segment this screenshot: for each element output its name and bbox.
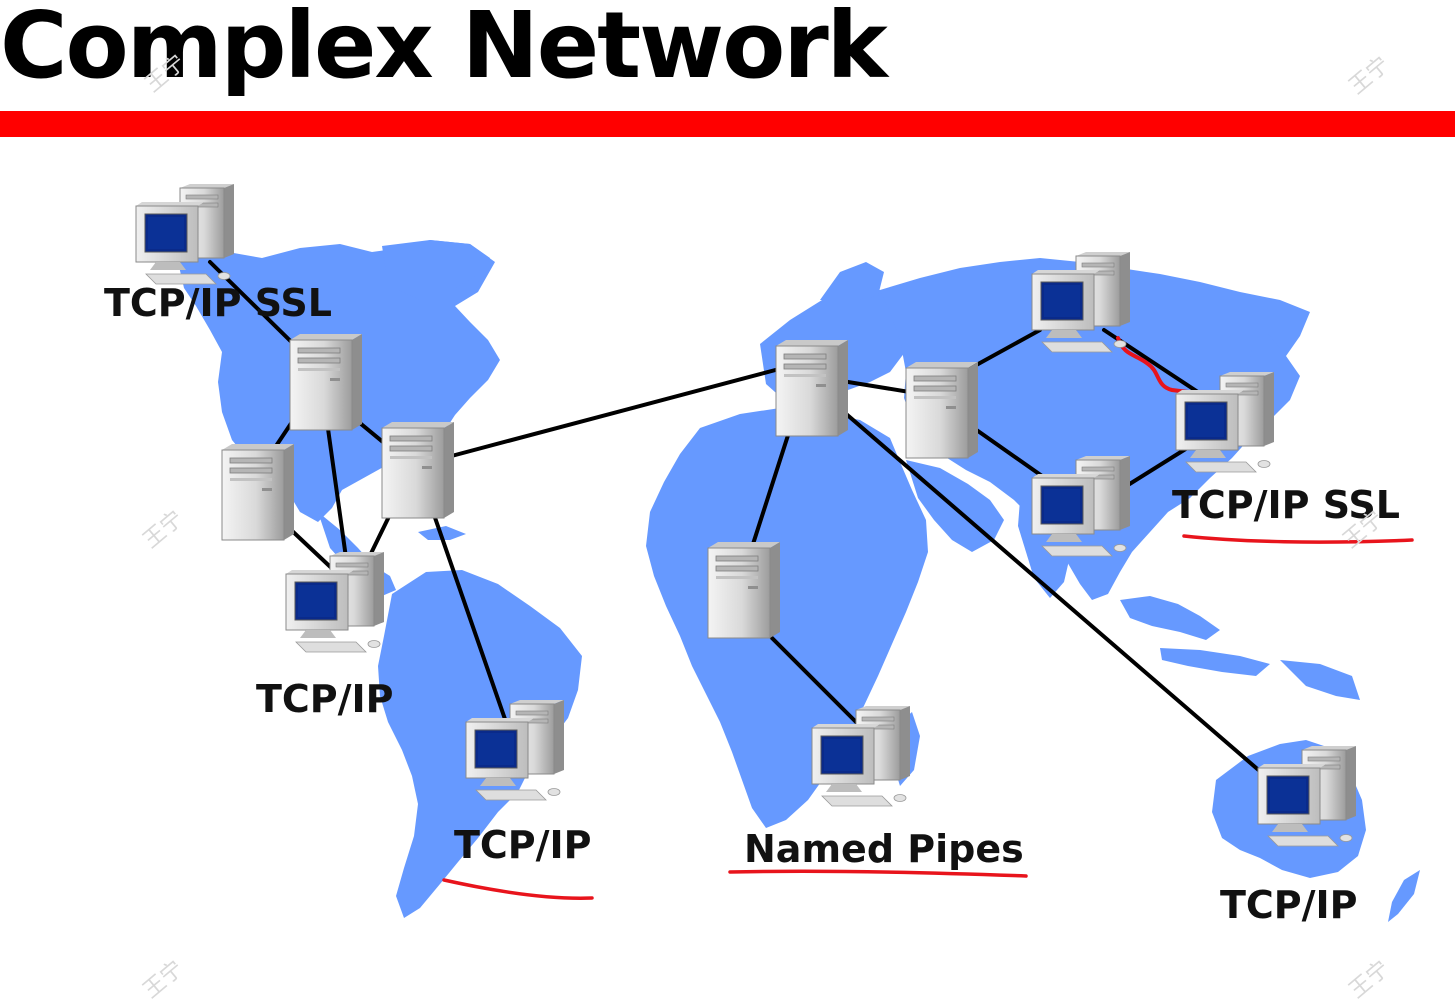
link-central-server-south-workstation bbox=[422, 484, 508, 724]
japan-islands bbox=[1246, 334, 1280, 384]
server-tower-icon bbox=[775, 339, 849, 437]
greenland-landmass bbox=[382, 240, 490, 300]
label-east-asia: TCP/IP SSL bbox=[1172, 483, 1400, 527]
underline-africa bbox=[728, 869, 1028, 878]
label-south-america: TCP/IP bbox=[454, 823, 592, 867]
scandinavia-landmass bbox=[820, 262, 884, 300]
server-tower-icon bbox=[221, 443, 295, 541]
underline-annotations bbox=[442, 534, 1414, 900]
southeast-asia-islands bbox=[1120, 596, 1220, 640]
server-tower-icon bbox=[707, 541, 781, 639]
new-zealand-islands bbox=[1388, 870, 1420, 922]
underline-east-asia bbox=[1182, 534, 1414, 544]
page-title: Complex Network bbox=[0, 0, 888, 99]
link-americas-europe bbox=[442, 362, 800, 460]
server-tower-icon bbox=[381, 421, 455, 519]
label-africa: Named Pipes bbox=[744, 827, 1024, 871]
underline-south-america bbox=[442, 878, 594, 900]
indonesia-islands bbox=[1160, 648, 1270, 676]
label-central-america: TCP/IP bbox=[256, 677, 394, 721]
label-nw-america: TCP/IP SSL bbox=[104, 281, 332, 325]
server-tower-icon bbox=[905, 361, 979, 459]
india-landmass bbox=[1018, 500, 1070, 598]
workstation-computer-icon bbox=[285, 551, 385, 653]
label-australia: TCP/IP bbox=[1220, 883, 1358, 927]
asia-landmass bbox=[880, 258, 1310, 600]
scribble-annotation bbox=[1116, 336, 1190, 394]
link-africa-server-workstation bbox=[754, 620, 864, 730]
africa-landmass bbox=[646, 408, 928, 828]
new-guinea-landmass bbox=[1280, 660, 1360, 700]
title-divider bbox=[0, 111, 1455, 137]
link-europe-australia bbox=[828, 398, 1286, 794]
server-tower-icon bbox=[289, 333, 363, 431]
